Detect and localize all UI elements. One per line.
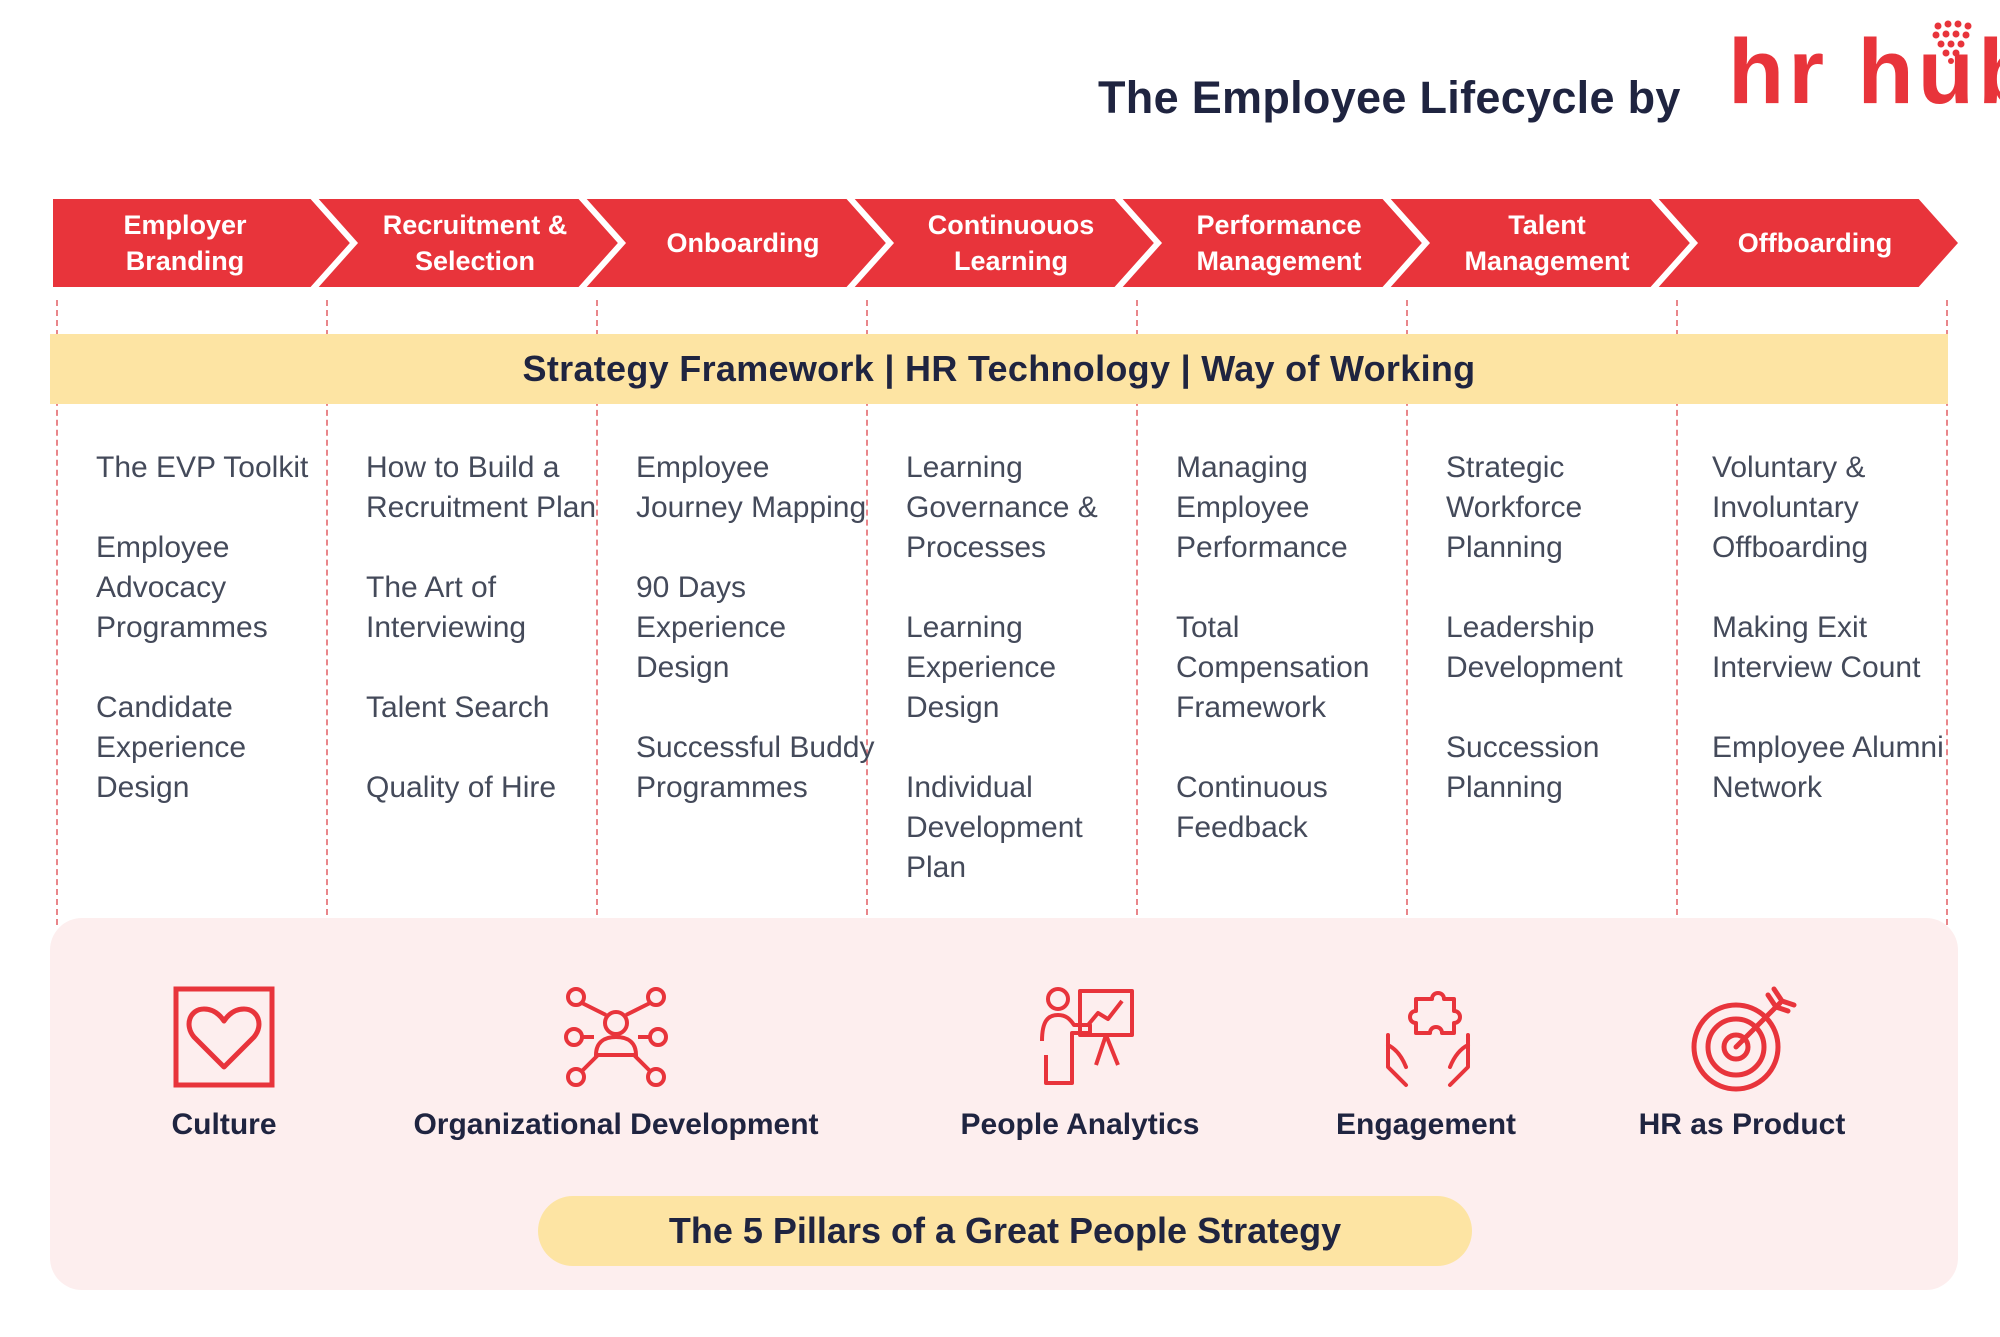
list-item: Employee Journey Mapping — [636, 451, 867, 524]
pillar-label-hr-as-product: HR as Product — [1638, 1108, 1846, 1141]
strategy-banner: Strategy Framework | HR Technology | Way… — [50, 334, 1948, 404]
page-title: The Employee Lifecycle by — [1098, 72, 1681, 123]
list-item: Candidate Experience Design — [96, 691, 247, 804]
list-item: Individual Development Plan — [906, 771, 1083, 884]
column-recruitment: How to Build a Recruitment Plan The Art … — [366, 448, 606, 848]
pillar-organizational-development — [564, 985, 668, 1089]
logo-wordmark: hr hub — [1728, 21, 2000, 123]
pillar-culture — [172, 985, 276, 1089]
pillar-label-engagement: Engagement — [1335, 1108, 1517, 1141]
column-divider — [596, 300, 598, 925]
pillar-label-culture: Culture — [171, 1108, 277, 1141]
pillar-engagement — [1376, 985, 1480, 1089]
list-item: Voluntary & Involuntary Offboarding — [1712, 451, 1869, 564]
column-divider — [1946, 300, 1948, 925]
column-divider — [866, 300, 868, 925]
column-employer-branding: The EVP Toolkit Employee Advocacy Progra… — [96, 448, 336, 848]
stage-label-continuous-learning: Continuouos Learning — [927, 210, 1095, 276]
list-item: Making Exit Interview Count — [1712, 611, 1921, 684]
list-item: Total Compensation Framework — [1176, 611, 1370, 724]
list-item: Successful Buddy Programmes — [636, 731, 875, 804]
list-item: How to Build a Recruitment Plan — [366, 451, 597, 524]
stage-label-offboarding: Offboarding — [1737, 228, 1893, 258]
stage-label-onboarding: Onboarding — [666, 228, 820, 258]
column-divider — [326, 300, 328, 925]
list-item: Learning Experience Design — [906, 611, 1057, 724]
stage-label-talent: Talent Management — [1464, 210, 1630, 276]
list-item: Succession Planning — [1446, 731, 1600, 804]
list-item: Managing Employee Performance — [1176, 451, 1348, 564]
target-arrow-icon — [1691, 986, 1797, 1092]
list-item: The Art of Interviewing — [366, 571, 527, 644]
list-item: Quality of Hire — [366, 771, 557, 804]
pillars-footer-text: The 5 Pillars of a Great People Strategy — [668, 1210, 1342, 1251]
list-item: Employee Advocacy Programmes — [96, 531, 268, 644]
column-divider — [1406, 300, 1408, 925]
column-divider — [56, 300, 58, 925]
heart-frame-icon — [173, 986, 275, 1088]
pillar-hr-as-product — [1688, 985, 1798, 1095]
list-item: Learning Governance & Processes — [906, 451, 1098, 564]
pillars-footer-pill: The 5 Pillars of a Great People Strategy — [538, 1196, 1472, 1266]
pillar-people-analytics — [1034, 985, 1138, 1089]
pillar-label-organizational-development: Organizational Development — [413, 1108, 819, 1141]
column-offboarding: Voluntary & Involuntary Offboarding Maki… — [1712, 448, 1952, 848]
column-divider — [1136, 300, 1138, 925]
hrhub-logo: hr hub — [1720, 14, 2000, 134]
strategy-banner-text: Strategy Framework | HR Technology | Way… — [522, 348, 1476, 389]
column-divider — [1676, 300, 1678, 925]
column-performance: Managing Employee Performance Total Comp… — [1176, 448, 1416, 888]
list-item: Leadership Development — [1446, 611, 1623, 684]
list-item: Talent Search — [366, 691, 550, 724]
network-people-icon — [564, 987, 668, 1087]
column-onboarding: Employee Journey Mapping 90 Days Experie… — [636, 448, 876, 848]
stage-label-performance: Performance Management — [1196, 210, 1362, 276]
hands-puzzle-icon — [1386, 991, 1470, 1087]
pillar-label-people-analytics: People Analytics — [960, 1108, 1200, 1141]
stage-label-recruitment: Recruitment & Selection — [382, 210, 568, 276]
stage-label-employer-branding: Employer Branding — [123, 210, 247, 276]
column-talent: Strategic Workforce Planning Leadership … — [1446, 448, 1686, 848]
list-item: Continuous Feedback — [1176, 771, 1328, 844]
list-item: 90 Days Experience Design — [636, 571, 787, 684]
presenter-chart-icon — [1040, 987, 1134, 1085]
column-continuous-learning: Learning Governance & Processes Learning… — [906, 448, 1146, 928]
heart-dots-icon — [1932, 20, 1972, 64]
list-item: Strategic Workforce Planning — [1446, 451, 1583, 564]
list-item: The EVP Toolkit — [96, 451, 309, 484]
list-item: Employee Alumni Network — [1712, 731, 1944, 804]
